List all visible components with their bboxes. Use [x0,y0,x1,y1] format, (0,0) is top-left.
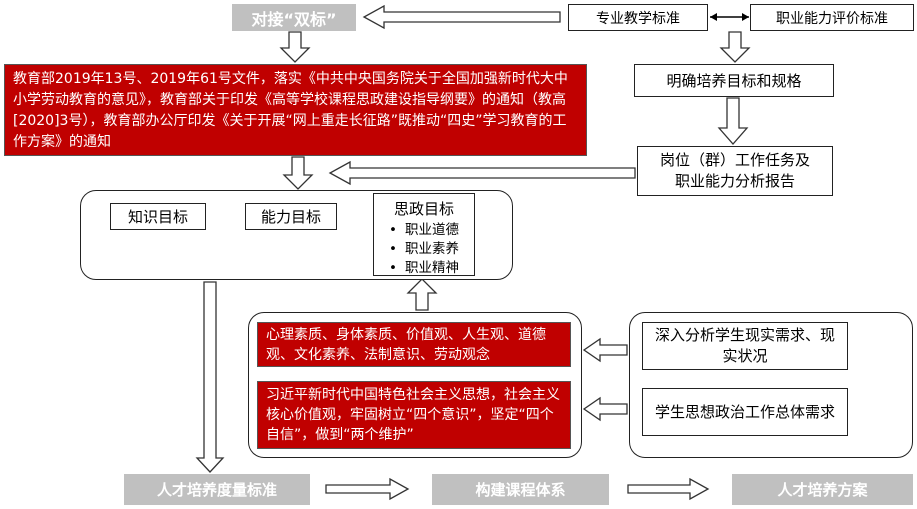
talent-standard-label: 人才培养度量标准 [124,474,310,505]
ideological-goal-box: 思政目标 职业道德 职业素养 职业精神 [373,193,475,276]
ideological-goal-list: 职业道德 职业素养 职业精神 [389,221,459,278]
ideological-item: 职业精神 [389,259,459,278]
policy-documents-text: 教育部2019年13号、2019年61号文件，落实《中共中央国务院关于全国加强新… [13,71,568,150]
ability-goal-text: 能力目标 [260,208,321,226]
student-needs-text: 深入分析学生现实需求、现实状况 [654,326,835,365]
arrow-standard-to-curriculum [325,477,410,501]
curriculum-label: 构建课程体系 [432,474,609,505]
prof-ability-standard-box: 职业能力评价标准 [750,4,914,31]
talent-plan-label: 人才培养方案 [732,474,913,505]
work-needs-box: 学生思想政治工作总体需求 [642,388,848,436]
dual-standard-label: 对接“双标” [232,4,356,31]
arrow-needs-to-literacy [582,337,628,363]
arrow-standards-to-goals [719,31,751,63]
arrow-policy-to-goals [282,156,314,190]
policy-documents-box: 教育部2019年13号、2019年61号文件，落实《中共中央国务院关于全国加强新… [4,64,587,156]
knowledge-goal-text: 知识目标 [127,208,188,226]
prof-ability-standard-text: 职业能力评价标准 [776,10,888,27]
clarify-goals-box: 明确培养目标和规格 [634,64,834,97]
ideological-item: 职业素养 [389,240,459,259]
talent-standard-text: 人才培养度量标准 [156,481,277,499]
job-report-box: 岗位（群）工作任务及 职业能力分析报告 [637,146,833,196]
curriculum-text: 构建课程体系 [475,481,566,499]
arrow-report-to-goals [328,160,636,186]
clarify-goals-text: 明确培养目标和规格 [666,72,802,90]
job-report-line-2: 职业能力分析报告 [674,172,795,190]
prof-teaching-standard-text: 专业教学标准 [596,10,680,27]
arrow-standards-link-head-right [742,13,749,21]
literacy-qualities-box: 心理素质、身体素质、价值观、人生观、道德观、文化素养、法制意识、劳动观念 [257,322,571,367]
thought-qualities-text: 习近平新时代中国特色社会主义思想，社会主义核心价值观，牢固树立“四个意识”，坚定… [266,387,560,443]
ideological-goal-title: 思政目标 [393,200,454,218]
arrow-needs-to-thought [582,396,628,422]
arrow-standards-link-head-left [710,13,717,21]
dual-standard-text: 对接“双标” [251,9,337,29]
work-needs-text: 学生思想政治工作总体需求 [654,402,835,421]
arrow-qualities-to-ideological [406,278,438,311]
thought-qualities-box: 习近平新时代中国特色社会主义思想，社会主义核心价值观，牢固树立“四个意识”，坚定… [257,381,571,449]
ideological-item: 职业道德 [389,221,459,240]
literacy-qualities-text: 心理素质、身体素质、价值观、人生观、道德观、文化素养、法制意识、劳动观念 [266,327,546,363]
student-needs-box: 深入分析学生现实需求、现实状况 [642,322,848,370]
arrow-goals-to-standard [195,281,225,473]
job-report-line-1: 岗位（群）工作任务及 [659,151,810,169]
arrow-goals-to-report [717,97,749,145]
arrow-curriculum-to-plan [627,477,710,501]
arrow-teaching-to-dual [362,4,561,30]
prof-teaching-standard-box: 专业教学标准 [568,4,708,31]
knowledge-goal-box: 知识目标 [110,203,206,230]
arrow-dual-to-policy [279,31,311,63]
talent-plan-text: 人才培养方案 [777,481,868,499]
ability-goal-box: 能力目标 [245,203,337,230]
